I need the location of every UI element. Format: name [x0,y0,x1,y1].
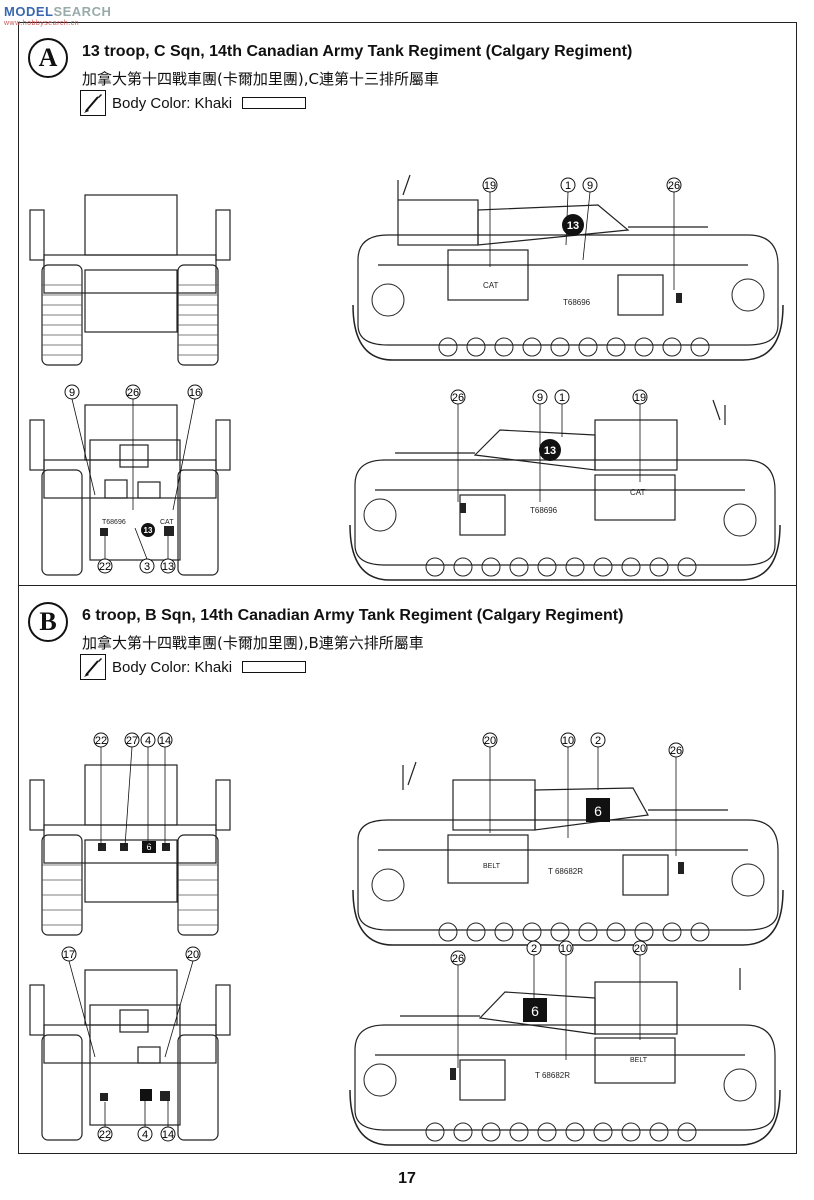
callout: 26 [670,745,682,757]
section-title: 6 troop, B Sqn, 14th Canadian Army Tank … [82,607,624,624]
section-b: B 6 troop, B Sqn, 14th Canadian Army Tan… [18,588,797,1148]
callout: 26 [668,180,680,192]
callout: 2 [595,735,601,747]
hull-text: CAT [483,281,499,290]
turret-mark: 6 [531,1003,539,1019]
callout: 20 [187,949,199,961]
paintbrush-icon [80,654,106,680]
section-title: 13 troop, C Sqn, 14th Canadian Army Tank… [82,43,633,60]
rear-callouts-a: 9 26 16 22 3 13 [64,384,203,574]
callout: 10 [562,735,574,747]
tank-front-view-a [29,194,231,366]
rear-hull-text: CAT [160,519,174,526]
body-color-row: Body Color: Khaki [80,654,307,680]
turret-mark: 6 [594,803,602,819]
side-callouts-b-lower: 26 2 10 20 [450,940,648,1068]
callout: 1 [559,392,565,404]
tank-side-view-b-lower: 6 BELT T 68682R [349,968,781,1146]
callout: 1 [565,180,571,192]
callout: 3 [144,561,150,573]
callout: 16 [189,387,201,399]
tank-side-view-a-lower: 13 CAT T68696 [349,399,781,581]
hull-serial: T68696 [563,298,591,307]
section-subtitle: 加拿大第十四戰車團(卡爾加里團),C連第十三排所屬車 [82,70,439,88]
side-callouts-a-upper: 19 1 9 26 [482,177,682,290]
section-letter: A [28,38,68,78]
hull-text: CAT [630,488,646,497]
callout: 22 [95,735,107,747]
callout: 26 [452,953,464,965]
hull-serial: T68696 [530,506,558,515]
callout: 9 [587,180,593,192]
rear-callouts-b: 17 20 22 4 14 [61,946,201,1142]
tank-side-view-b-upper: 6 BELT T 68682R [352,761,784,946]
callout: 13 [162,561,174,573]
hull-serial: T 68682R [535,1071,570,1080]
tank-side-view-a-upper: 13 CAT T68696 [352,174,784,361]
callout: 26 [452,392,464,404]
section-divider [18,585,797,586]
page-frame [18,22,797,1154]
page-number: 17 [398,1170,416,1187]
front-mark: 6 [146,842,151,852]
section-subtitle: 加拿大第十四戰車團(卡爾加里團),B連第六排所屬車 [82,634,424,652]
rear-turret-mark: 13 [144,526,153,535]
callout: 14 [159,735,171,747]
body-color-label: Body Color: Khaki [112,658,233,676]
callout: 19 [634,392,646,404]
front-callouts-b: 22 27 4 14 [93,732,173,847]
rear-serial: T68696 [102,519,126,526]
section-letter: B [28,602,68,642]
body-color-label: Body Color: Khaki [112,94,233,112]
callout: 9 [69,387,75,399]
callout: 10 [560,943,572,955]
hull-text: BELT [630,1057,648,1064]
callout: 20 [634,943,646,955]
section-a: A 13 troop, C Sqn, 14th Canadian Army Ta… [18,24,797,584]
side-callouts-a-lower: 26 9 1 19 [450,389,648,502]
callout: 9 [537,392,543,404]
callout: 20 [484,735,496,747]
watermark-logo: MODELSEARCH www.hobbysearch.cn [4,4,112,27]
color-swatch [242,97,307,109]
callout: 4 [145,735,151,747]
paintbrush-icon [80,90,106,116]
body-color-row: Body Color: Khaki [80,90,307,116]
turret-mark: 13 [544,445,556,457]
hull-serial: T 68682R [548,867,583,876]
callout: 2 [531,943,537,955]
turret-mark: 13 [567,220,579,232]
callout: 22 [99,561,111,573]
callout: 14 [162,1129,174,1141]
side-callouts-b-upper: 20 10 2 26 [482,732,684,856]
callout: 19 [484,180,496,192]
color-swatch [242,661,307,673]
callout: 22 [99,1129,111,1141]
callout: 26 [127,387,139,399]
callout: 27 [126,735,138,747]
tank-front-view-b: 6 [29,764,231,936]
tank-rear-view-b [29,969,231,1141]
tank-rear-view-a: 13 T68696 CAT [29,404,231,576]
callout: 4 [142,1129,148,1141]
hull-text: BELT [483,863,501,870]
callout: 17 [63,949,75,961]
